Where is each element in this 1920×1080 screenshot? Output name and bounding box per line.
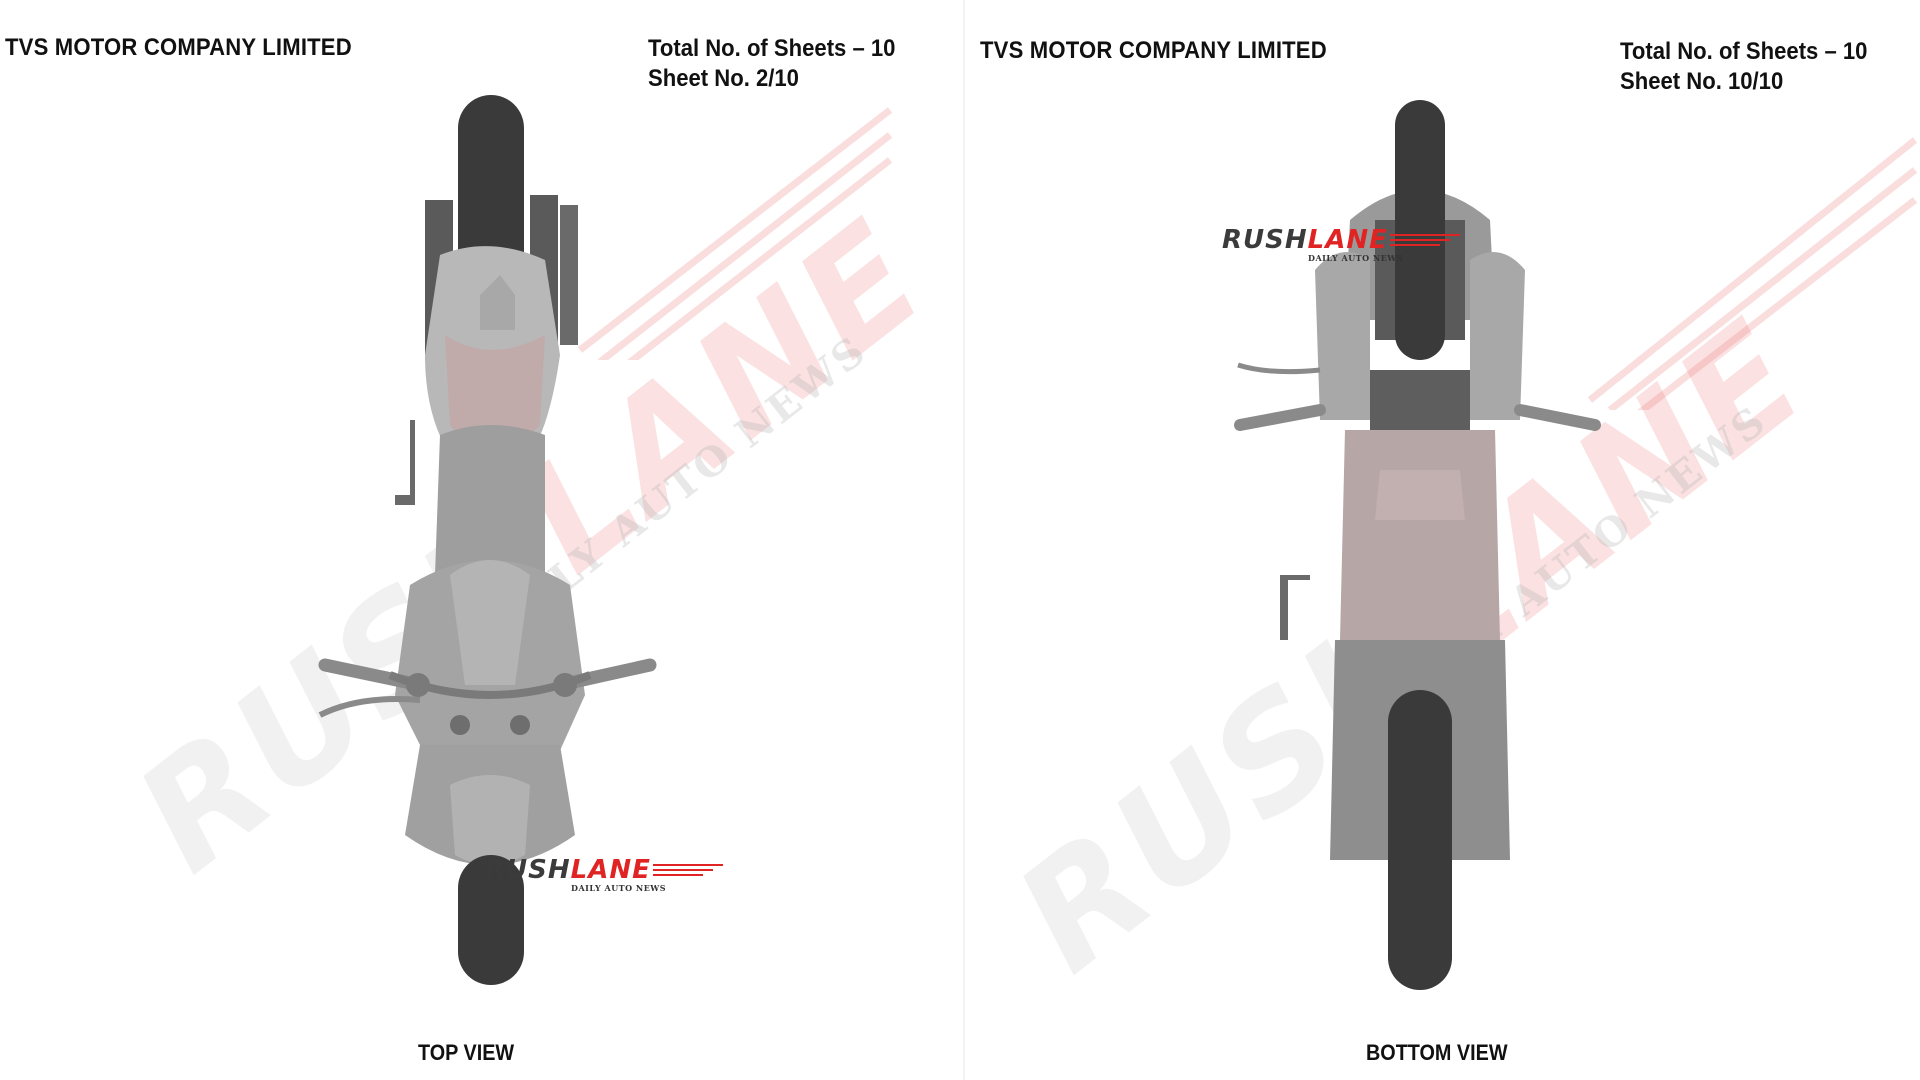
logo-speed-lines: [652, 864, 723, 876]
motorcycle-bottom-view-drawing: [1234, 100, 1601, 990]
sheet-info: Total No. of Sheets – 10 Sheet No. 2/10: [648, 34, 895, 94]
view-label: BOTTOM VIEW: [1366, 1040, 1508, 1065]
motorcycle-top-view-drawing: [318, 95, 657, 985]
sheet-number: Sheet No. 10/10: [1620, 68, 1784, 95]
company-name: TVS MOTOR COMPANY LIMITED: [980, 37, 1327, 64]
sheet-info: Total No. of Sheets – 10 Sheet No. 10/10: [1620, 37, 1867, 97]
total-sheets: Total No. of Sheets – 10: [648, 35, 896, 62]
rushlane-logo: RUSH LANE DAILY AUTO NEWS: [1222, 225, 1460, 263]
watermark-stripes: [1587, 137, 1918, 410]
view-label: TOP VIEW: [418, 1040, 515, 1065]
patent-sheet-bottom-view: TVS MOTOR COMPANY LIMITED Total No. of S…: [970, 0, 1920, 1080]
patent-sheet-top-view: TVS MOTOR COMPANY LIMITED Total No. of S…: [5, 34, 957, 1065]
total-sheets: Total No. of Sheets – 10: [1620, 38, 1868, 65]
logo-speed-lines: [1389, 234, 1460, 246]
rushlane-logo: RUSH LANE DAILY AUTO NEWS: [485, 855, 723, 893]
sheet-number: Sheet No. 2/10: [648, 65, 799, 92]
company-name: TVS MOTOR COMPANY LIMITED: [5, 34, 352, 61]
sheet-divider: [963, 0, 965, 1080]
